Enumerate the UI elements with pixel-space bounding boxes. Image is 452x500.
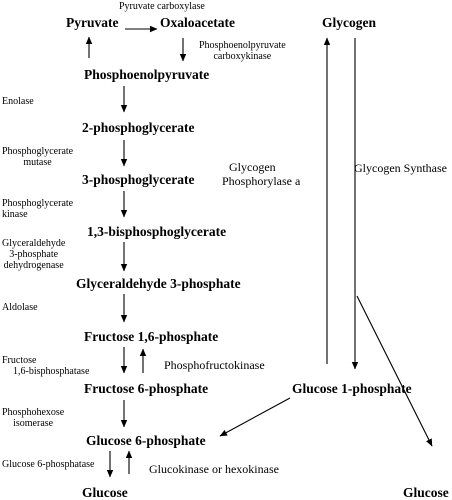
node-fructose-6-phosphate: Fructose 6-phosphate [84, 381, 209, 396]
node-glucose-right: Glucose [403, 485, 449, 500]
enzyme-phosphofructokinase: Phosphofructokinase [164, 358, 265, 372]
node-glucose-left: Glucose [82, 485, 128, 500]
node-13-bisphosphoglycerate: 1,3-bisphosphoglycerate [87, 224, 227, 239]
node-glycogen: Glycogen [322, 15, 376, 30]
enzyme-enolase: Enolase [2, 96, 34, 107]
enzyme-phosphohexose-isomerase: Phosphohexose isomerase [2, 407, 65, 429]
enzyme-fbpase: Fructose 1,6-bisphosphatase [2, 355, 90, 377]
node-3-phosphoglycerate: 3-phosphoglycerate [82, 172, 195, 187]
enzyme-aldolase: Aldolase [2, 302, 38, 313]
enzyme-pepck: Phosphoenolpyruvate carboxykinase [199, 40, 286, 62]
node-pyruvate: Pyruvate [66, 15, 119, 30]
arrow-glycogen-to-glucose [356, 295, 433, 447]
enzyme-glycogen-synthase: Glycogen Synthase [354, 161, 447, 175]
node-glucose-1-phosphate: Glucose 1-phosphate [292, 381, 412, 396]
arrow-g1p-to-g6p [219, 397, 291, 437]
enzyme-glucokinase-or-hexokinase: Glucokinase or hexokinase [149, 462, 279, 476]
enzyme-phosphoglycerate-mutase: Phosphoglycerate mutase [2, 146, 74, 168]
node-fructose-16-phosphate: Fructose 1,6-phosphate [84, 329, 219, 344]
node-phosphoenolpyruvate: Phosphoenolpyruvate [84, 67, 210, 82]
node-2-phosphoglycerate: 2-phosphoglycerate [82, 120, 195, 135]
enzyme-gapdh: Glyceraldehyde 3-phosphate dehydrogenase [2, 238, 66, 271]
node-glucose-6-phosphate: Glucose 6-phosphate [86, 433, 206, 448]
enzyme-pyruvate-carboxylase: Pyruvate carboxylase [119, 1, 205, 12]
node-oxaloacetate: Oxaloacetate [160, 15, 235, 30]
enzyme-glycogen-phosphorylase-a: Glycogen Phosphorylase a [222, 160, 301, 188]
node-glyceraldehyde-3-phosphate: Glyceraldehyde 3-phosphate [76, 276, 241, 291]
enzyme-glucose-6-phosphatase: Glucose 6-phosphatase [2, 459, 95, 470]
enzyme-phosphoglycerate-kinase: Phosphoglycerate kinase [2, 198, 74, 220]
